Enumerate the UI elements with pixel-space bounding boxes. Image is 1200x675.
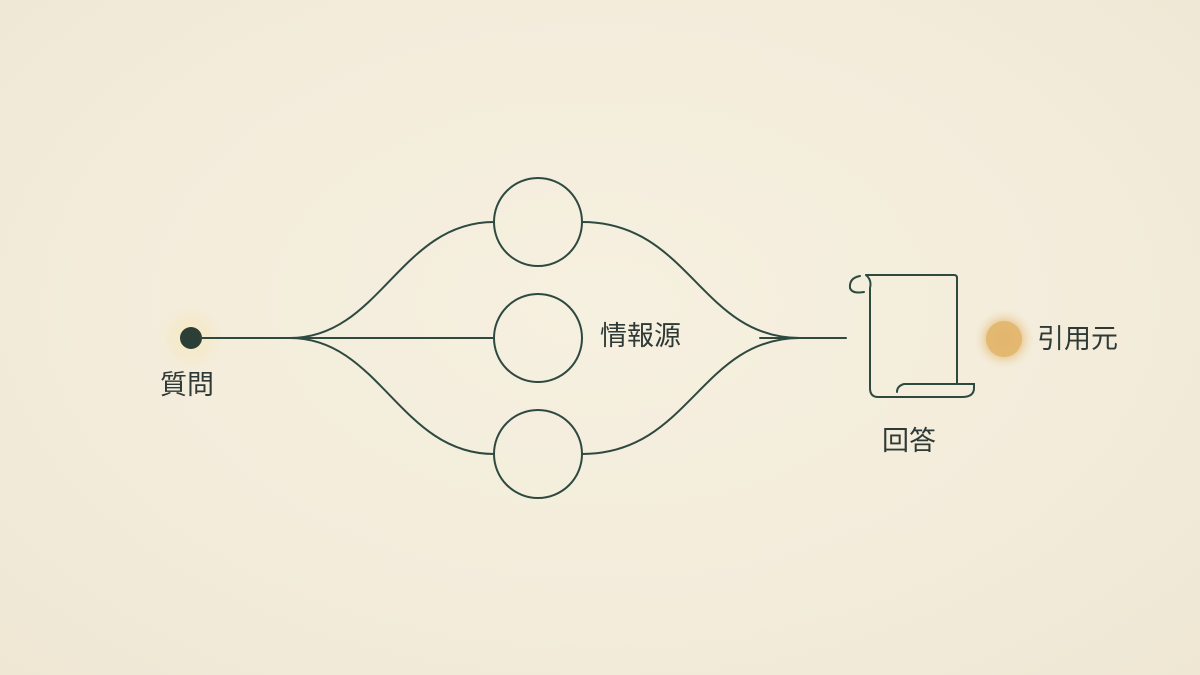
edge-from-source-top [581,221,801,339]
edge-to-source-bottom [289,337,495,455]
source-node-top[interactable] [493,177,583,267]
scroll-icon[interactable] [848,274,975,398]
question-node[interactable] [180,327,202,349]
citation-label: 引用元 [1037,324,1118,355]
question-label: 質問 [160,370,214,401]
edge-to-source-top [289,221,495,339]
citation-node[interactable] [986,321,1022,357]
source-node-middle[interactable] [493,293,583,383]
edge-from-source-bottom [581,337,801,455]
sources-label: 情報源 [600,321,681,352]
source-node-bottom[interactable] [493,409,583,499]
answer-label: 回答 [882,426,936,457]
